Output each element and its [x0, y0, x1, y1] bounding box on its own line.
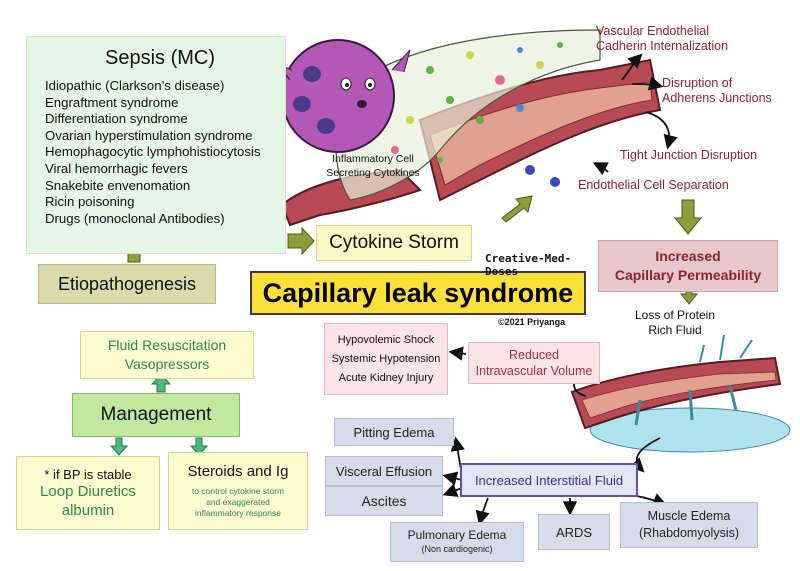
pulmonary-edema-box: Pulmonary Edema (Non cardiogenic): [390, 522, 524, 562]
disruption-line2: Adherens Junctions: [662, 91, 772, 105]
tight-junction-label: Tight Junction Disruption: [620, 148, 758, 162]
sepsis-cause-item: Viral hemorrhagic fevers: [45, 160, 188, 176]
disruption-line1: Disruption of: [662, 76, 733, 90]
green-arrows: [109, 373, 209, 456]
pitting-edema-box: Pitting Edema: [334, 418, 454, 446]
interstitial-fluid-box: Increased Interstitial Fluid: [460, 463, 638, 497]
steroids-note-line2: and exaggerated: [206, 497, 270, 507]
reduced-volume-line2: Intravascular Volume: [475, 364, 593, 378]
vascular-line2: Cadherin Internalization: [596, 39, 729, 53]
pulmonary-line2: (Non cardiogenic): [421, 544, 493, 554]
sepsis-cause-item: Idiopathic (Clarkson’s disease): [45, 78, 225, 93]
sepsis-cause-item: Hemophagocytic lymphohistiocytosis: [45, 144, 261, 160]
resuscitation-line1: Fluid Resuscitation: [107, 337, 227, 353]
main-title: Capillary leak syndrome: [250, 271, 586, 315]
cytokine-cloud: [335, 29, 601, 201]
shock-item: Systemic Hypotension: [331, 352, 441, 365]
management-box: Management: [72, 393, 240, 437]
cytokine-storm-box: Cytokine Storm: [316, 225, 472, 261]
permeability-line2: Capillary Permeability: [614, 267, 762, 283]
sepsis-cause-item: Engraftment syndrome: [45, 94, 179, 110]
copyright-label: ©2021 Priyanga: [498, 317, 566, 327]
sepsis-cause-item: Ovarian hyperstimulation syndrome: [45, 127, 253, 143]
muscle-line2: (Rhabdomyolysis): [638, 526, 740, 540]
ards-box: ARDS: [538, 514, 610, 550]
brand-label: Creative-Med-Doses: [485, 252, 572, 278]
protein-line1: Loss of Protein: [634, 308, 716, 322]
albumin-label: albumin: [61, 501, 115, 519]
sepsis-box: Sepsis (MC) Idiopathic (Clarkson’s disea…: [26, 36, 286, 254]
shock-item: Hypovolemic Shock: [337, 333, 435, 346]
bp-stable-box: * if BP is stable Loop Diuretics albumin: [16, 456, 160, 530]
steroids-note-line1: to control cytokine storm: [191, 486, 285, 496]
protein-line2: Rich Fluid: [648, 323, 702, 337]
reduced-volume-line1: Reduced: [508, 348, 560, 362]
muscle-line1: Muscle Edema: [647, 509, 731, 523]
sepsis-cause-item: Drugs (monoclonal Antibodies): [45, 210, 225, 226]
shock-box: Hypovolemic Shock Systemic Hypotension A…: [324, 323, 448, 395]
steroids-title: Steroids and Ig: [187, 463, 289, 480]
adherens-disruption-label: Disruption of Adherens Junctions: [662, 76, 772, 106]
resuscitation-line2: Vasopressors: [124, 356, 210, 372]
vascular-cadherin-label: Vascular Endothelial Cadherin Internaliz…: [596, 24, 728, 54]
sepsis-cause-item: Snakebite envenomation: [45, 177, 191, 193]
shock-item: Acute Kidney Injury: [338, 371, 434, 384]
leaking-vessel-illustration: [570, 334, 791, 453]
steroids-box: Steroids and Ig to control cytokine stor…: [168, 452, 308, 530]
sepsis-cause-item: Differentiation syndrome: [45, 111, 188, 127]
reduced-volume-box: Reduced Intravascular Volume: [468, 342, 600, 384]
increased-permeability-box: Increased Capillary Permeability: [598, 240, 778, 292]
vascular-line1: Vascular Endothelial: [596, 24, 710, 38]
muscle-edema-box: Muscle Edema (Rhabdomyolysis): [620, 502, 758, 548]
etiopathogenesis-box: Etiopathogenesis: [38, 264, 216, 304]
ascites-box: Ascites: [325, 486, 443, 516]
fluid-resuscitation-box: Fluid Resuscitation Vasopressors: [80, 331, 254, 379]
cell-separation-label: Endothelial Cell Separation: [578, 178, 729, 192]
inflammatory-cell-line2: Secreting Cytokines: [326, 167, 420, 179]
sepsis-title: Sepsis (MC): [104, 47, 215, 69]
visceral-effusion-box: Visceral Effusion: [325, 456, 443, 486]
inflammatory-cell-label: Inflammatory Cell Secreting Cytokines: [318, 152, 428, 180]
diuretics-label: Loop Diuretics: [40, 482, 136, 500]
protein-loss-label: Loss of Protein Rich Fluid: [620, 307, 730, 339]
permeability-line1: Increased: [655, 248, 721, 264]
steroids-note-line3: inflammatory response: [195, 508, 281, 518]
pulmonary-line1: Pulmonary Edema: [407, 528, 507, 542]
inflammatory-cell-line1: Inflammatory Cell: [332, 153, 414, 165]
bp-note: * if BP is stable: [44, 466, 132, 482]
sepsis-cause-item: Ricin poisoning: [45, 194, 135, 210]
sepsis-cause-list: Idiopathic (Clarkson’s disease) Engraftm…: [45, 78, 275, 227]
